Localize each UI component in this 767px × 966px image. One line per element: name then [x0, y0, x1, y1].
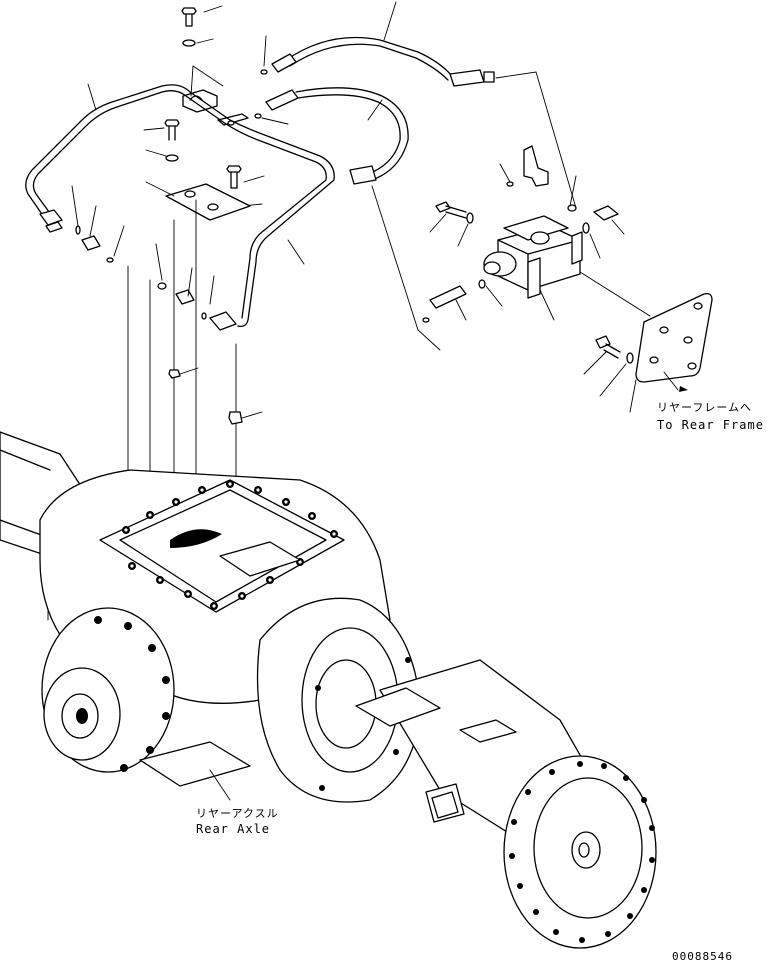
- bracket-plate: [579, 271, 713, 413]
- mid-bolt-1: [143, 119, 180, 162]
- bracket-bolt: [583, 335, 634, 397]
- upper-hose: [260, 1, 495, 87]
- right-pipe-fitting: [155, 243, 237, 331]
- right-fittings: [495, 71, 625, 259]
- left-pipe-fitting: [39, 185, 125, 263]
- elbow-fitting: [499, 145, 549, 187]
- rear-axle-label-jp: リヤーアクスル: [196, 807, 279, 820]
- hose-leader: [371, 185, 441, 351]
- mounting-plate: [145, 181, 251, 221]
- valve-body: [483, 215, 583, 321]
- clamp-upper: [182, 65, 249, 126]
- rear-axle: [0, 431, 657, 949]
- rear-frame-label-jp: リヤーフレームへ: [657, 401, 753, 414]
- rear-axle-label-en: Rear Axle: [196, 822, 271, 836]
- valve-side-bolts: [422, 201, 503, 323]
- lower-hose: [254, 87, 409, 185]
- drawing-number: 00088546: [672, 950, 733, 963]
- left-pipe-tube: [25, 83, 335, 328]
- top-bolt-1: [181, 5, 223, 47]
- small-nuts: [168, 367, 263, 425]
- rear-frame-label-en: To Rear Frame: [657, 418, 764, 432]
